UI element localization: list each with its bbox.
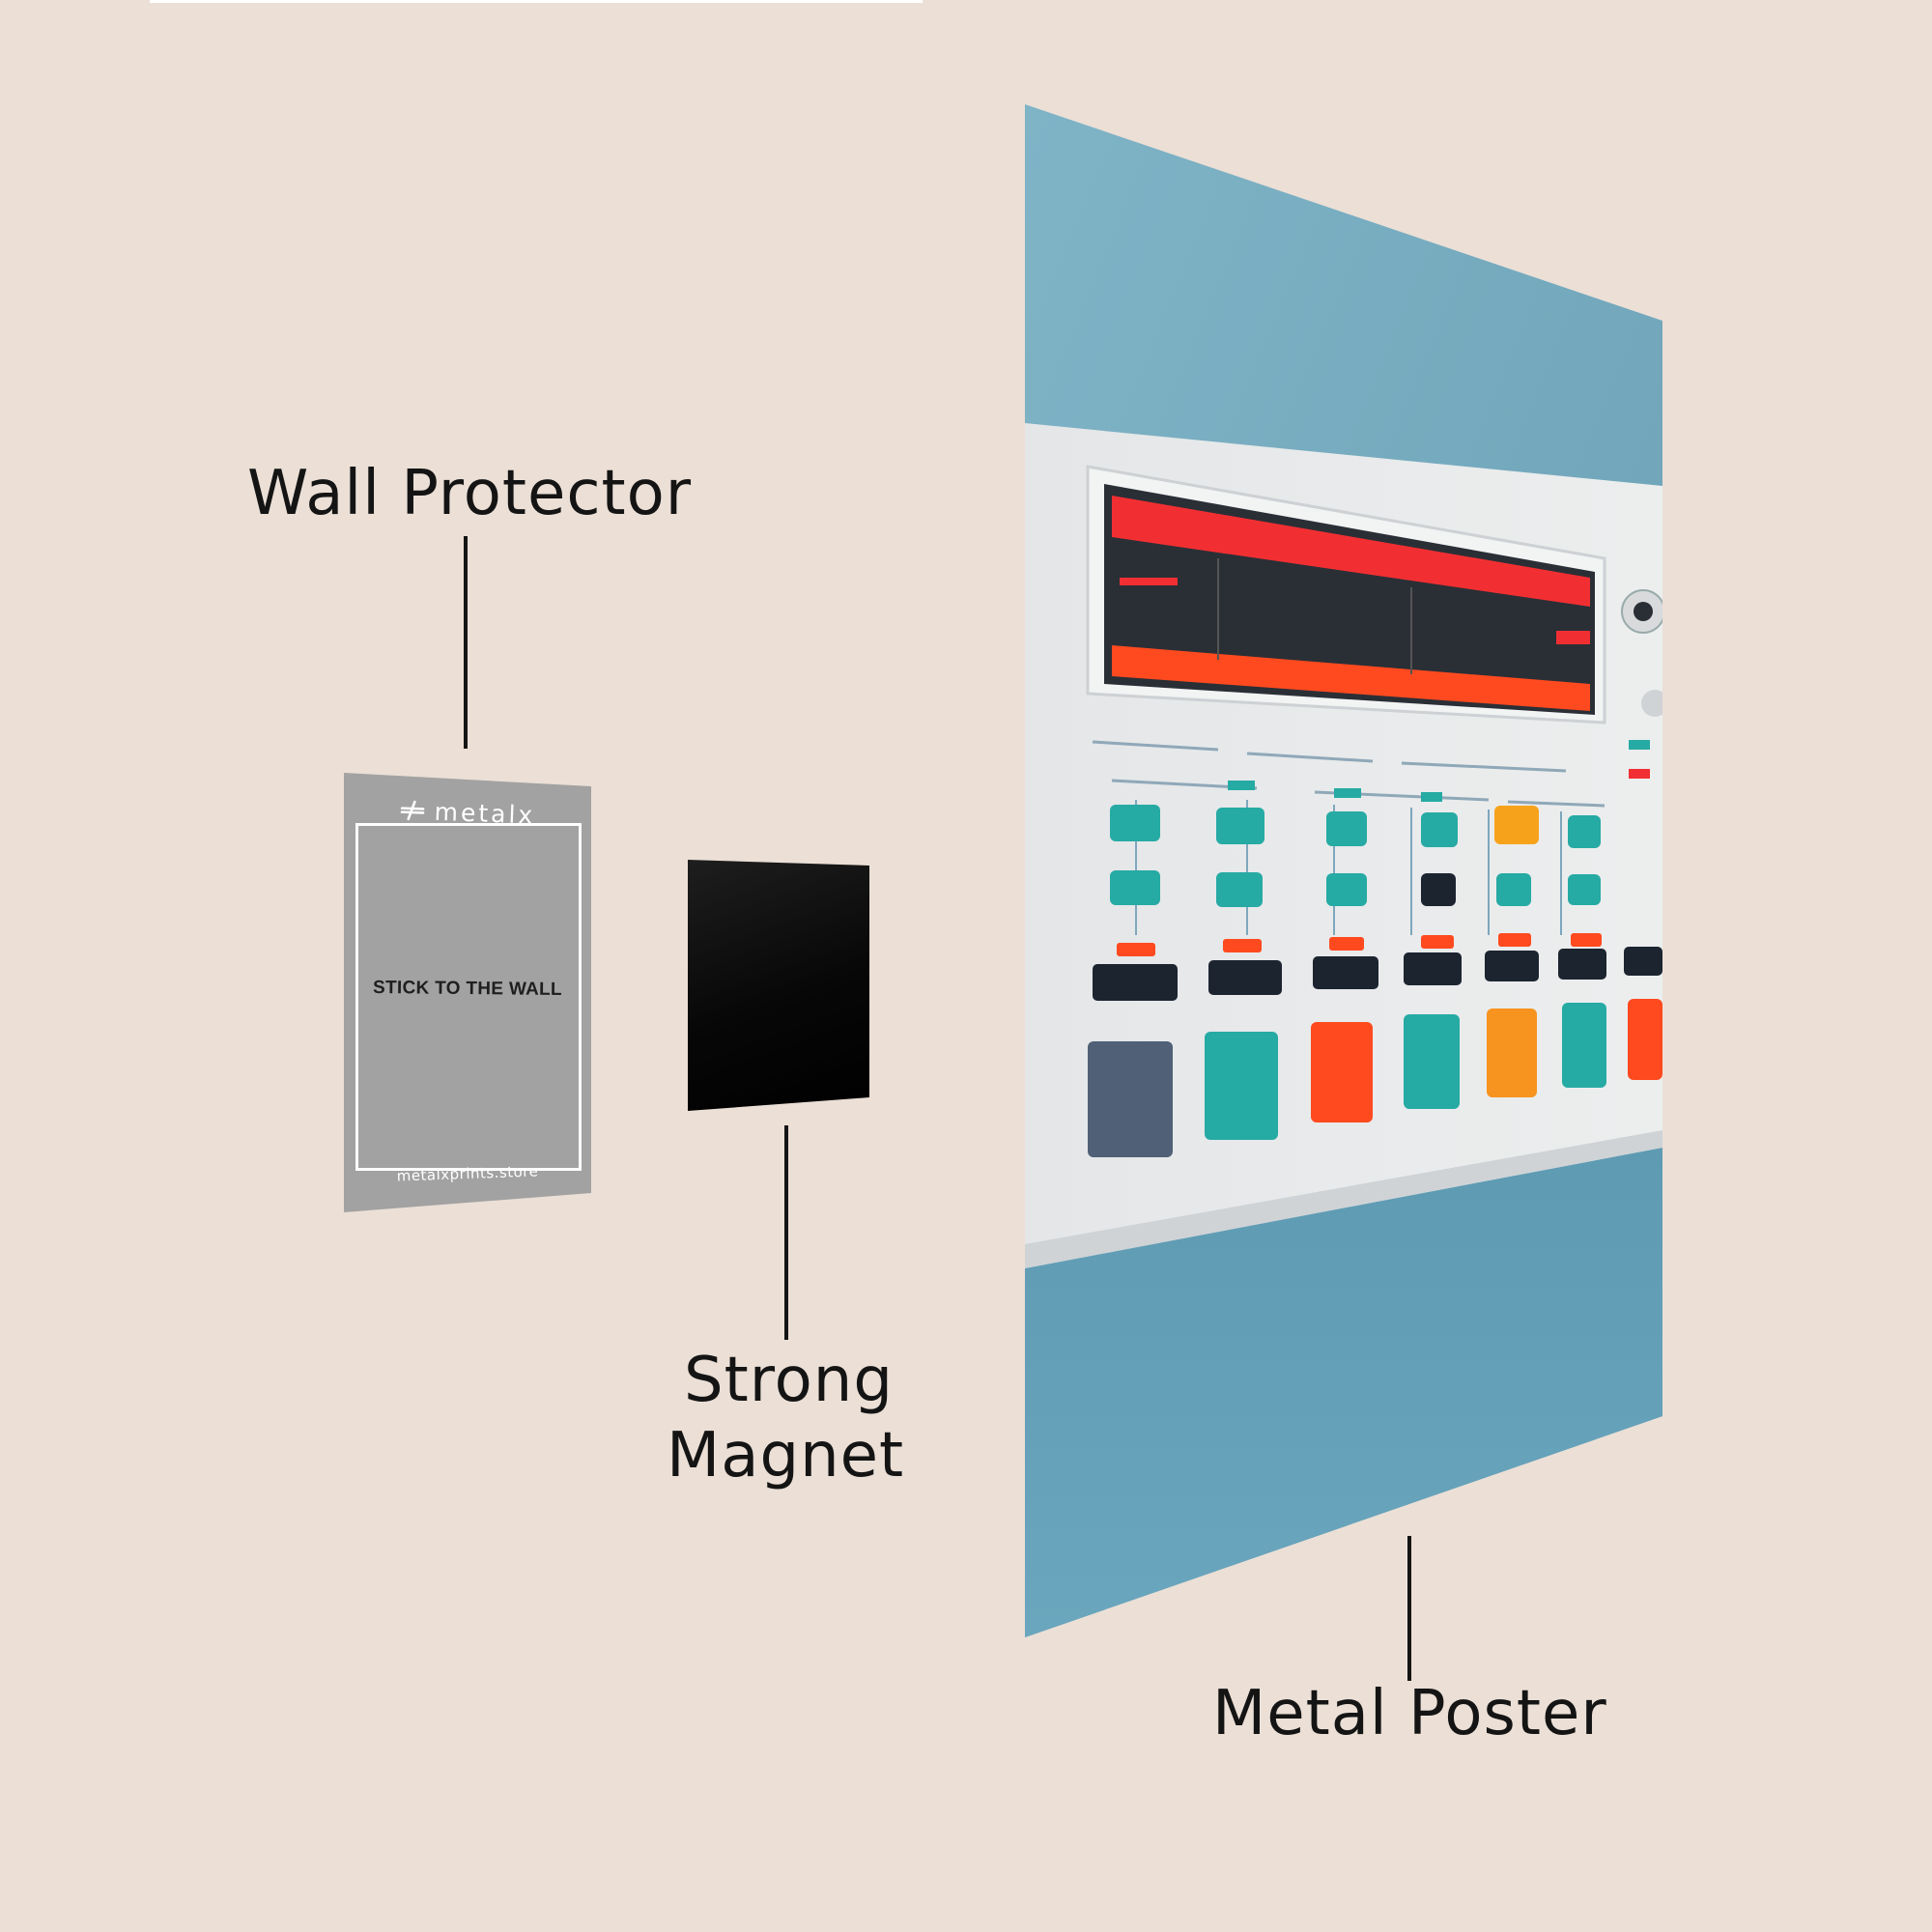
metal-poster-leader-line [1407, 1536, 1411, 1681]
metal-poster-label: Metal Poster [1212, 1678, 1607, 1749]
metalx-logo-icon [400, 800, 425, 821]
wall-protector-leader-line [464, 536, 468, 749]
poster-artwork [1025, 104, 1662, 1637]
top-edge-strip [150, 0, 923, 3]
strong-magnet [688, 860, 869, 1111]
wall-protector-card: metalx STICK TO THE WALL metalxprints.st… [344, 773, 591, 1212]
protector-instruction: STICK TO THE WALL [372, 977, 563, 1001]
strong-magnet-leader-line [784, 1125, 788, 1340]
strong-magnet-label-line2: Magnet [667, 1420, 905, 1492]
strong-magnet-label-line1: Strong [684, 1345, 894, 1416]
metal-poster [1025, 104, 1662, 1637]
wall-protector-label: Wall Protector [247, 458, 693, 529]
protector-frame [355, 823, 582, 1171]
protector-logo: metalx [344, 792, 591, 834]
